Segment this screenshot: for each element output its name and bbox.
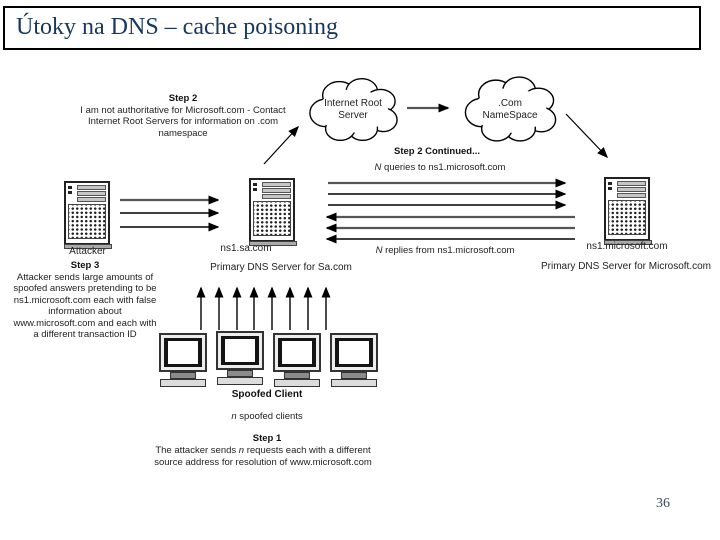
step2-heading: Step 2 — [168, 93, 198, 104]
sa-server-tower-icon — [249, 178, 297, 246]
step1-line1: The attacker sends n requests each with … — [155, 445, 371, 456]
replies-label: N replies from ns1.microsoft.com — [375, 245, 515, 256]
step3-line: information about — [48, 306, 122, 317]
client-monitor-icon — [158, 333, 208, 387]
step3-line: Attacker sends large amounts of — [16, 271, 154, 283]
step1-annotation: The attacker sends n requests each with … — [130, 445, 396, 468]
step1-line2: source address for resolution of www.mic… — [154, 456, 372, 468]
step3-line: spoofed answers pretending to be — [13, 283, 157, 294]
internet-root-cloud-icon: Internet Root Server — [306, 72, 400, 148]
internet-root-cloud-label: Internet Root Server — [324, 98, 382, 121]
clients-count-caption: n spoofed clients — [231, 411, 303, 422]
step2-annotation: Step 2 I am not authoritative for Micros… — [58, 93, 308, 139]
step2-continued-heading: Step 2 Continued... — [393, 146, 481, 157]
step2-line: I am not authoritative for Microsoft.com… — [80, 104, 286, 116]
client-monitor-icon — [272, 333, 322, 387]
title-box: Útoky na DNS – cache poisoning — [3, 6, 701, 50]
step3-line: a different transaction ID — [33, 329, 137, 340]
com-namespace-cloud-label: .Com NameSpace — [482, 97, 538, 121]
step1-heading: Step 1 — [252, 433, 282, 444]
page-number: 36 — [656, 496, 670, 511]
sa-server-caption: Primary DNS Server for Sa.com — [210, 262, 352, 273]
attacker-label: Attacker — [69, 246, 106, 257]
ms-server-tower-icon — [604, 177, 652, 245]
step3-line: www.microsoft.com and each with — [13, 317, 157, 329]
com-namespace-cloud-icon: .Com NameSpace — [461, 71, 559, 148]
step3-heading: Step 3 — [70, 260, 100, 271]
step3-annotation: Step 3 Attacker sends large amounts of s… — [2, 260, 168, 341]
sa-server-label: ns1.sa.com — [220, 243, 272, 254]
attacker-server-tower-icon — [64, 181, 112, 249]
arrow-com-to-ms-icon — [565, 113, 609, 159]
client-monitor-icon — [215, 331, 265, 385]
client-monitor-icon — [329, 333, 379, 387]
ms-server-caption: Primary DNS Server for Microsoft.com — [540, 261, 712, 272]
queries-label: N queries to ns1.microsoft.com — [374, 162, 506, 173]
step2-line: Internet Root Servers for information on… — [87, 116, 279, 127]
ms-server-label: ns1.microsoft.com — [586, 241, 668, 252]
step2-line: namespace — [158, 127, 208, 139]
spoofed-client-label: Spoofed Client — [231, 389, 303, 400]
slide-title: Útoky na DNS – cache poisoning — [16, 14, 338, 40]
step3-line: ns1.microsoft.com each with false — [13, 294, 157, 306]
